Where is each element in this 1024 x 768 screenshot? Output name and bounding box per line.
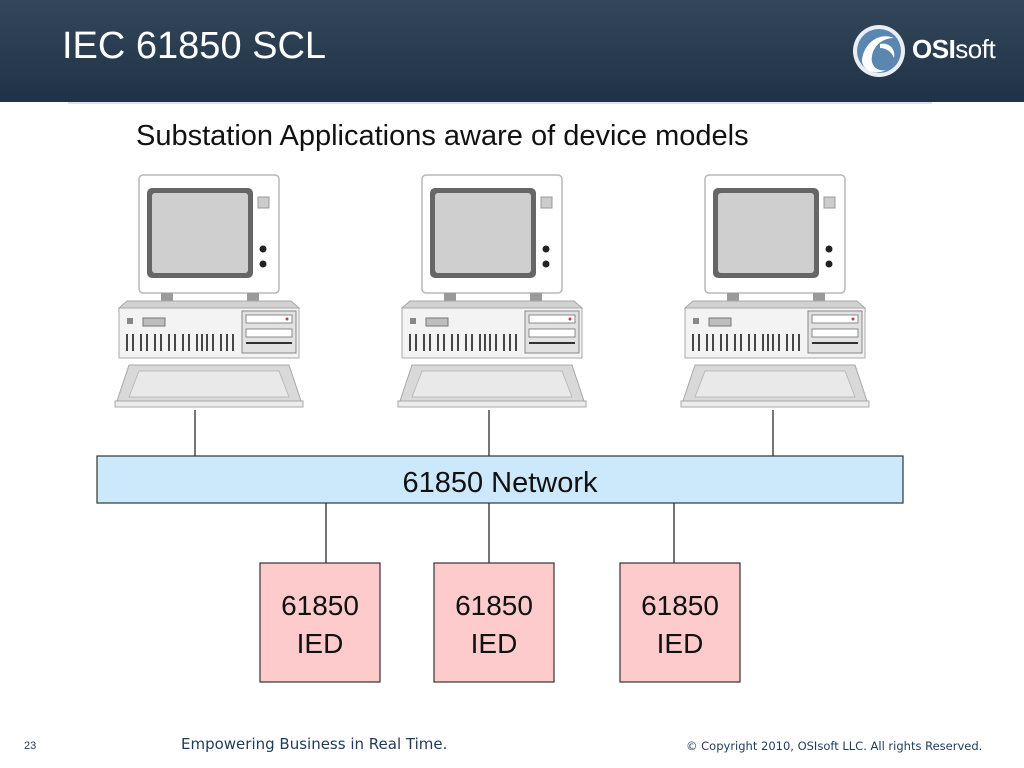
ied-label-line2: IED bbox=[471, 628, 518, 659]
network-connections bbox=[194, 410, 774, 563]
footer-tagline: Empowering Business in Real Time. bbox=[181, 735, 448, 753]
title-bar: IEC 61850 SCL OSIsoft bbox=[0, 0, 1024, 102]
ied-box: 61850 IED bbox=[259, 562, 381, 683]
ied-label-line2: IED bbox=[657, 628, 704, 659]
osisoft-swirl-icon bbox=[853, 25, 905, 77]
page-number: 23 bbox=[24, 740, 37, 752]
slide-title: IEC 61850 SCL bbox=[62, 25, 327, 67]
workstation-computer-icon bbox=[680, 174, 870, 408]
ied-box: 61850 IED bbox=[433, 562, 555, 683]
network-bus bbox=[96, 455, 904, 504]
ied-label-line1: 61850 bbox=[281, 590, 359, 621]
ied-label-line2: IED bbox=[297, 628, 344, 659]
slide-subtitle: Substation Applications aware of device … bbox=[136, 120, 749, 152]
footer-copyright: © Copyright 2010, OSIsoft LLC. All right… bbox=[686, 739, 983, 753]
osisoft-logo: OSIsoft bbox=[850, 22, 1010, 82]
ied-label-line1: 61850 bbox=[641, 590, 719, 621]
ied-box: 61850 IED bbox=[619, 562, 741, 683]
workstation-computer-icon bbox=[114, 174, 304, 408]
network-label: 61850 Network bbox=[402, 467, 598, 499]
ied-label-line1: 61850 bbox=[455, 590, 533, 621]
logo-wordmark: OSIsoft bbox=[912, 34, 996, 64]
header-divider bbox=[68, 102, 932, 104]
workstation-computer-icon bbox=[397, 174, 587, 408]
